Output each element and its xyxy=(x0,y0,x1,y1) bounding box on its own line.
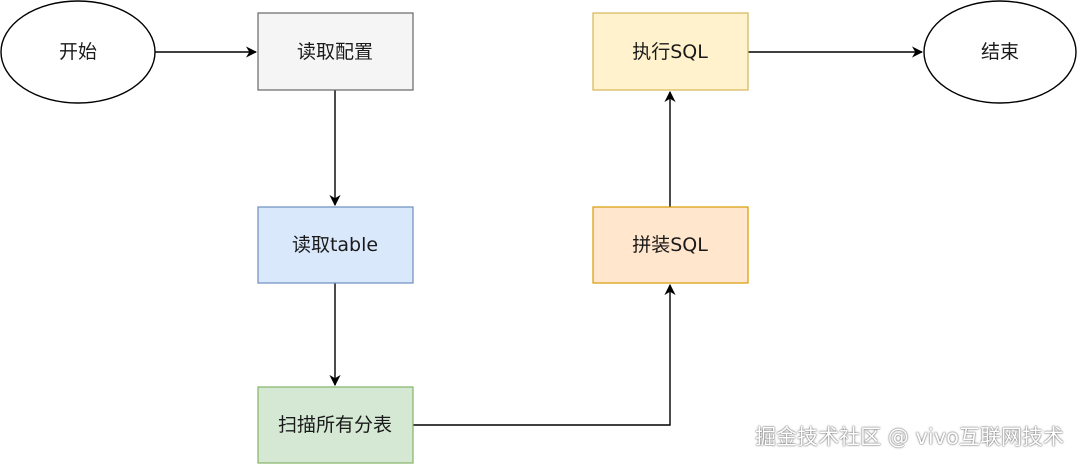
read-config-box xyxy=(257,12,414,91)
watermark: 掘金技术社区 @ vivo互联网技术 xyxy=(755,425,1064,449)
edge-scan-tables-to-build-sql xyxy=(413,283,676,426)
build-sql-box xyxy=(592,206,749,284)
node-read-config: 读取配置 xyxy=(257,12,414,91)
read-table-label: 读取table xyxy=(292,234,378,256)
node-read-table: 读取table xyxy=(257,206,414,284)
exec-sql-box xyxy=(592,12,749,91)
read-table-box xyxy=(257,206,414,284)
exec-sql-label: 执行SQL xyxy=(632,41,708,63)
end-ellipse xyxy=(923,0,1077,104)
edges xyxy=(155,46,924,426)
start-ellipse xyxy=(0,0,156,104)
node-scan-tables: 扫描所有分表 xyxy=(257,386,414,464)
build-sql-label: 拼装SQL xyxy=(632,234,708,256)
end-label: 结束 xyxy=(981,41,1019,63)
scan-tables-box xyxy=(257,386,414,464)
node-start: 开始 xyxy=(0,0,156,104)
scan-tables-label: 扫描所有分表 xyxy=(278,414,392,436)
read-config-label: 读取配置 xyxy=(297,41,373,63)
node-build-sql: 拼装SQL xyxy=(592,206,749,284)
node-exec-sql: 执行SQL xyxy=(592,12,749,91)
node-end: 结束 xyxy=(923,0,1077,104)
start-label: 开始 xyxy=(59,41,97,63)
